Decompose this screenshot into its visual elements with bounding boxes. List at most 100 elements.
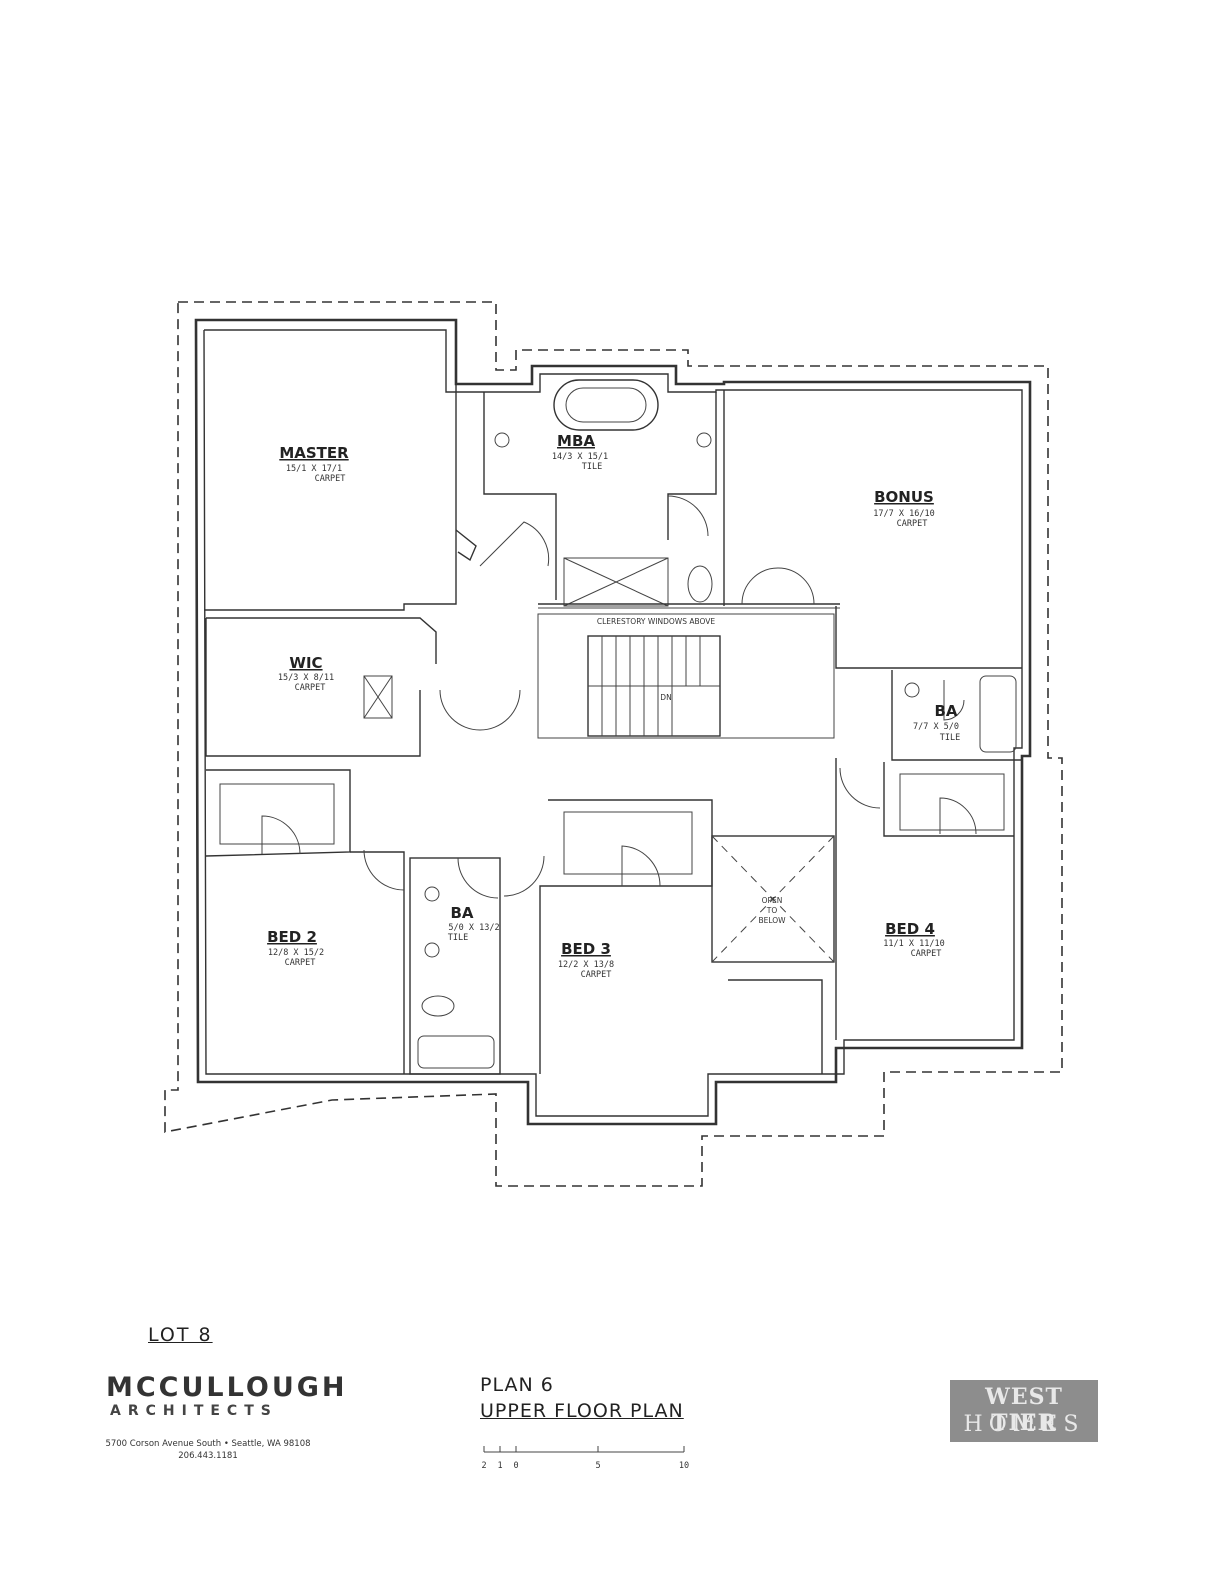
bonus-double-door: [741, 567, 815, 605]
open-label-1: OPEN: [762, 896, 783, 905]
architect-phone: 206.443.1181: [178, 1451, 238, 1461]
exterior-wall: [194, 318, 1032, 1126]
svg-text:CARPET: CARPET: [911, 949, 942, 959]
architect-address: 5700 Corson Avenue South • Seattle, WA 9…: [105, 1439, 311, 1449]
scale-label: 0: [513, 1461, 518, 1471]
svg-text:BED 3: BED 3: [561, 940, 611, 958]
sink-icon: [494, 432, 510, 448]
svg-text:TILE: TILE: [940, 733, 960, 743]
svg-text:CARPET: CARPET: [315, 474, 346, 484]
room-label-bonus: BONUS 17/7 X 16/10 CARPET: [873, 488, 934, 529]
sink-icon-2: [696, 432, 712, 448]
open-x2: [711, 835, 835, 963]
bed4-wall-2: [883, 762, 1014, 837]
open-to-below-area: [711, 835, 835, 963]
roof-outline: [164, 301, 1063, 1187]
mba-wall-2: [667, 392, 717, 540]
builder-logo: WEST TIER HOMES: [950, 1380, 1098, 1442]
bed4-door: [839, 767, 881, 809]
attic-hatch-x2: [363, 675, 393, 719]
door-swing-2: [479, 521, 550, 567]
svg-text:5/0 X 13/2: 5/0 X 13/2: [448, 923, 499, 933]
builder-logo-bottom: HOMES: [963, 1412, 1085, 1437]
bathtub-inner: [565, 387, 647, 423]
scale-label: 10: [679, 1461, 689, 1471]
scale-label: 2: [481, 1461, 486, 1471]
wic-wall: [206, 617, 437, 664]
bathtub-right-icon: [979, 675, 1017, 753]
architect-subtitle: ARCHITECTS: [110, 1403, 278, 1419]
wic-wall-2: [205, 618, 421, 757]
architect-name: MCCULLOUGH: [106, 1372, 348, 1403]
open-label-3: BELOW: [758, 916, 786, 925]
svg-text:BA: BA: [934, 702, 957, 720]
room-label-bed3: BED 3 12/2 X 13/8 CARPET: [558, 940, 614, 980]
lot-number: LOT 8: [148, 1324, 213, 1346]
open-label-2: TO: [766, 906, 778, 915]
svg-text:CARPET: CARPET: [285, 958, 316, 968]
room-label-wic: WIC 15/3 X 8/11 CARPET: [278, 654, 334, 693]
shower-x2: [563, 557, 669, 607]
svg-text:BED 4: BED 4: [885, 920, 935, 938]
sink-center-icon-2: [424, 942, 440, 958]
svg-text:15/1 X 17/1: 15/1 X 17/1: [286, 464, 342, 474]
mba-wall: [483, 392, 557, 600]
shower: [563, 557, 669, 607]
room-label-master: MASTER 15/1 X 17/1 CARPET: [279, 444, 349, 484]
svg-text:MBA: MBA: [557, 432, 595, 450]
bed3-closet-door: [621, 845, 661, 887]
bed2-wall-2: [350, 851, 405, 1074]
svg-text:7/7 X 5/0: 7/7 X 5/0: [913, 722, 959, 732]
svg-text:TILE: TILE: [448, 933, 468, 943]
hall-double-door: [439, 689, 521, 731]
room-label-ba-center: BA 5/0 X 13/2 TILE: [448, 904, 500, 943]
staircase: [587, 635, 721, 737]
svg-text:14/3 X 15/1: 14/3 X 15/1: [552, 452, 608, 462]
bed2-wall: [205, 769, 351, 857]
room-label-bed4: BED 4 11/1 X 11/10 CARPET: [883, 920, 944, 959]
ba-center-room: [409, 857, 501, 1075]
svg-text:BONUS: BONUS: [874, 488, 934, 506]
svg-text:CARPET: CARPET: [581, 970, 612, 980]
door-swing: [667, 495, 709, 537]
bed3-closet: [563, 811, 693, 875]
bed4-closet-door: [939, 797, 977, 835]
master-wall: [204, 384, 457, 611]
attic-hatch: [363, 675, 393, 719]
bathtub-icon: [553, 379, 659, 431]
stoop-wall: [728, 979, 823, 1074]
svg-text:CARPET: CARPET: [295, 683, 326, 693]
bed3-door: [503, 855, 545, 897]
bed2-closet-door: [261, 815, 301, 855]
svg-text:15/3 X 8/11: 15/3 X 8/11: [278, 673, 334, 683]
bathtub-center-icon: [417, 1035, 495, 1069]
svg-text:17/7 X 16/10: 17/7 X 16/10: [873, 509, 934, 519]
room-label-ba-right: BA 7/7 X 5/0 TILE: [913, 702, 960, 743]
stair-down-label: DN: [660, 693, 671, 702]
bonus-wall-2: [835, 606, 1022, 669]
builder-logo-top: WEST TIER: [985, 1384, 1063, 1436]
master-closet-wall: [455, 529, 477, 562]
svg-text:MASTER: MASTER: [279, 444, 349, 462]
sink-right-icon: [904, 682, 920, 698]
toilet-right-icon: [943, 680, 965, 721]
plan-name: PLAN 6: [480, 1374, 554, 1396]
stair-hall: [537, 613, 835, 739]
scale-bar: 2 1 0 5 10: [481, 1446, 689, 1471]
svg-text:WIC: WIC: [289, 654, 322, 672]
bed2-closet: [219, 783, 335, 845]
room-label-bed2: BED 2 12/8 X 15/2 CARPET: [267, 928, 324, 968]
exterior-wall-inner: [203, 329, 1023, 1117]
svg-text:CARPET: CARPET: [897, 519, 928, 529]
bed3-wall: [539, 799, 713, 1074]
bed4-closet: [899, 773, 1005, 831]
bed2-door: [363, 849, 405, 891]
svg-text:11/1 X 11/10: 11/1 X 11/10: [883, 939, 944, 949]
svg-text:BA: BA: [450, 904, 473, 922]
sink-center-icon: [424, 886, 440, 902]
toilet-center-icon: [421, 995, 455, 1017]
scale-label: 1: [497, 1461, 502, 1471]
toilet-icon: [687, 565, 713, 603]
svg-text:BED 2: BED 2: [267, 928, 317, 946]
